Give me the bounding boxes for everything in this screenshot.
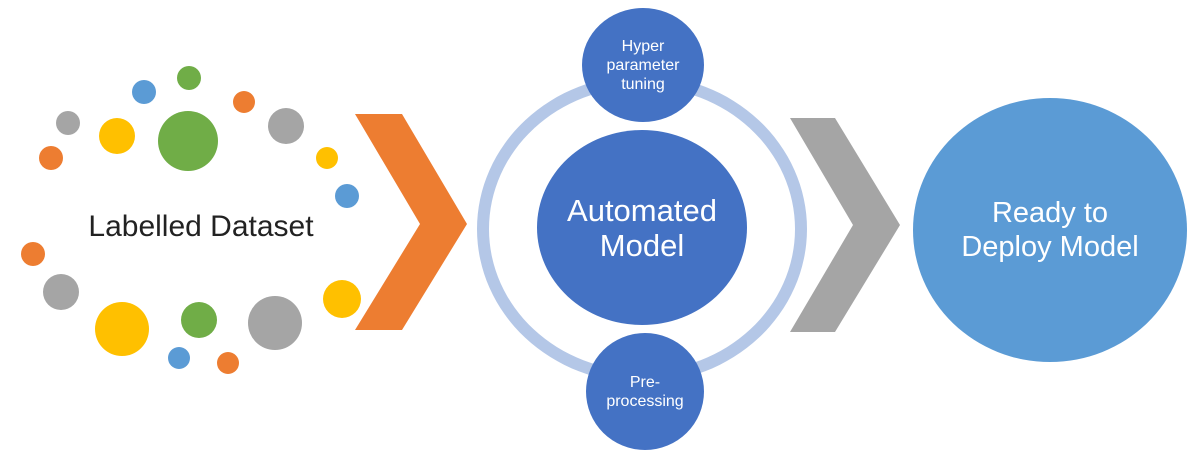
orange-dataset-dot bbox=[21, 242, 45, 266]
hyper-parameter-tuning-label: Hyper parameter tuning bbox=[607, 37, 680, 94]
automated-model-line-2: Model bbox=[599, 227, 685, 263]
blue-dataset-dot bbox=[132, 80, 156, 104]
hyper-label-line-2: parameter bbox=[606, 56, 680, 74]
yellow-dataset-dot bbox=[316, 147, 338, 169]
chevron-arrow-dataset-to-model bbox=[355, 114, 467, 330]
ready-to-deploy-label: Ready to Deploy Model bbox=[961, 196, 1138, 264]
labelled-dataset-label: Labelled Dataset bbox=[88, 210, 314, 243]
green-dataset-dot bbox=[177, 66, 201, 90]
yellow-dataset-dot bbox=[99, 118, 135, 154]
green-dataset-dot bbox=[181, 302, 217, 338]
orange-dataset-dot bbox=[39, 146, 63, 170]
hyper-label-line-3: tuning bbox=[621, 75, 665, 93]
yellow-dataset-dot bbox=[323, 280, 361, 318]
ready-to-deploy-circle: Ready to Deploy Model bbox=[913, 98, 1187, 362]
gray-dataset-dot bbox=[56, 111, 80, 135]
pre-processing-circle: Pre- processing bbox=[586, 333, 704, 450]
blue-dataset-dot bbox=[335, 184, 359, 208]
automated-model-line-1: Automated bbox=[567, 192, 717, 228]
pre-processing-line-2: processing bbox=[606, 392, 684, 410]
ready-line-2: Deploy Model bbox=[961, 231, 1139, 263]
chevron-arrow-model-to-deploy bbox=[790, 118, 900, 332]
automated-model-circle: Automated Model bbox=[537, 130, 747, 325]
gray-dataset-dot bbox=[43, 274, 79, 310]
pre-processing-line-1: Pre- bbox=[629, 373, 661, 391]
pre-processing-label: Pre- processing bbox=[606, 373, 683, 411]
blue-dataset-dot bbox=[168, 347, 190, 369]
green-dataset-dot bbox=[158, 111, 218, 171]
gray-dataset-dot bbox=[248, 296, 302, 350]
orange-dataset-dot bbox=[233, 91, 255, 113]
gray-dataset-dot bbox=[268, 108, 304, 144]
orange-dataset-dot bbox=[217, 352, 239, 374]
automated-model-label: Automated Model bbox=[567, 193, 717, 263]
dataset-dots bbox=[0, 0, 420, 457]
hyper-parameter-tuning-circle: Hyper parameter tuning bbox=[582, 8, 704, 122]
ready-line-1: Ready to bbox=[991, 197, 1109, 229]
hyper-label-line-1: Hyper bbox=[621, 37, 665, 55]
yellow-dataset-dot bbox=[95, 302, 149, 356]
